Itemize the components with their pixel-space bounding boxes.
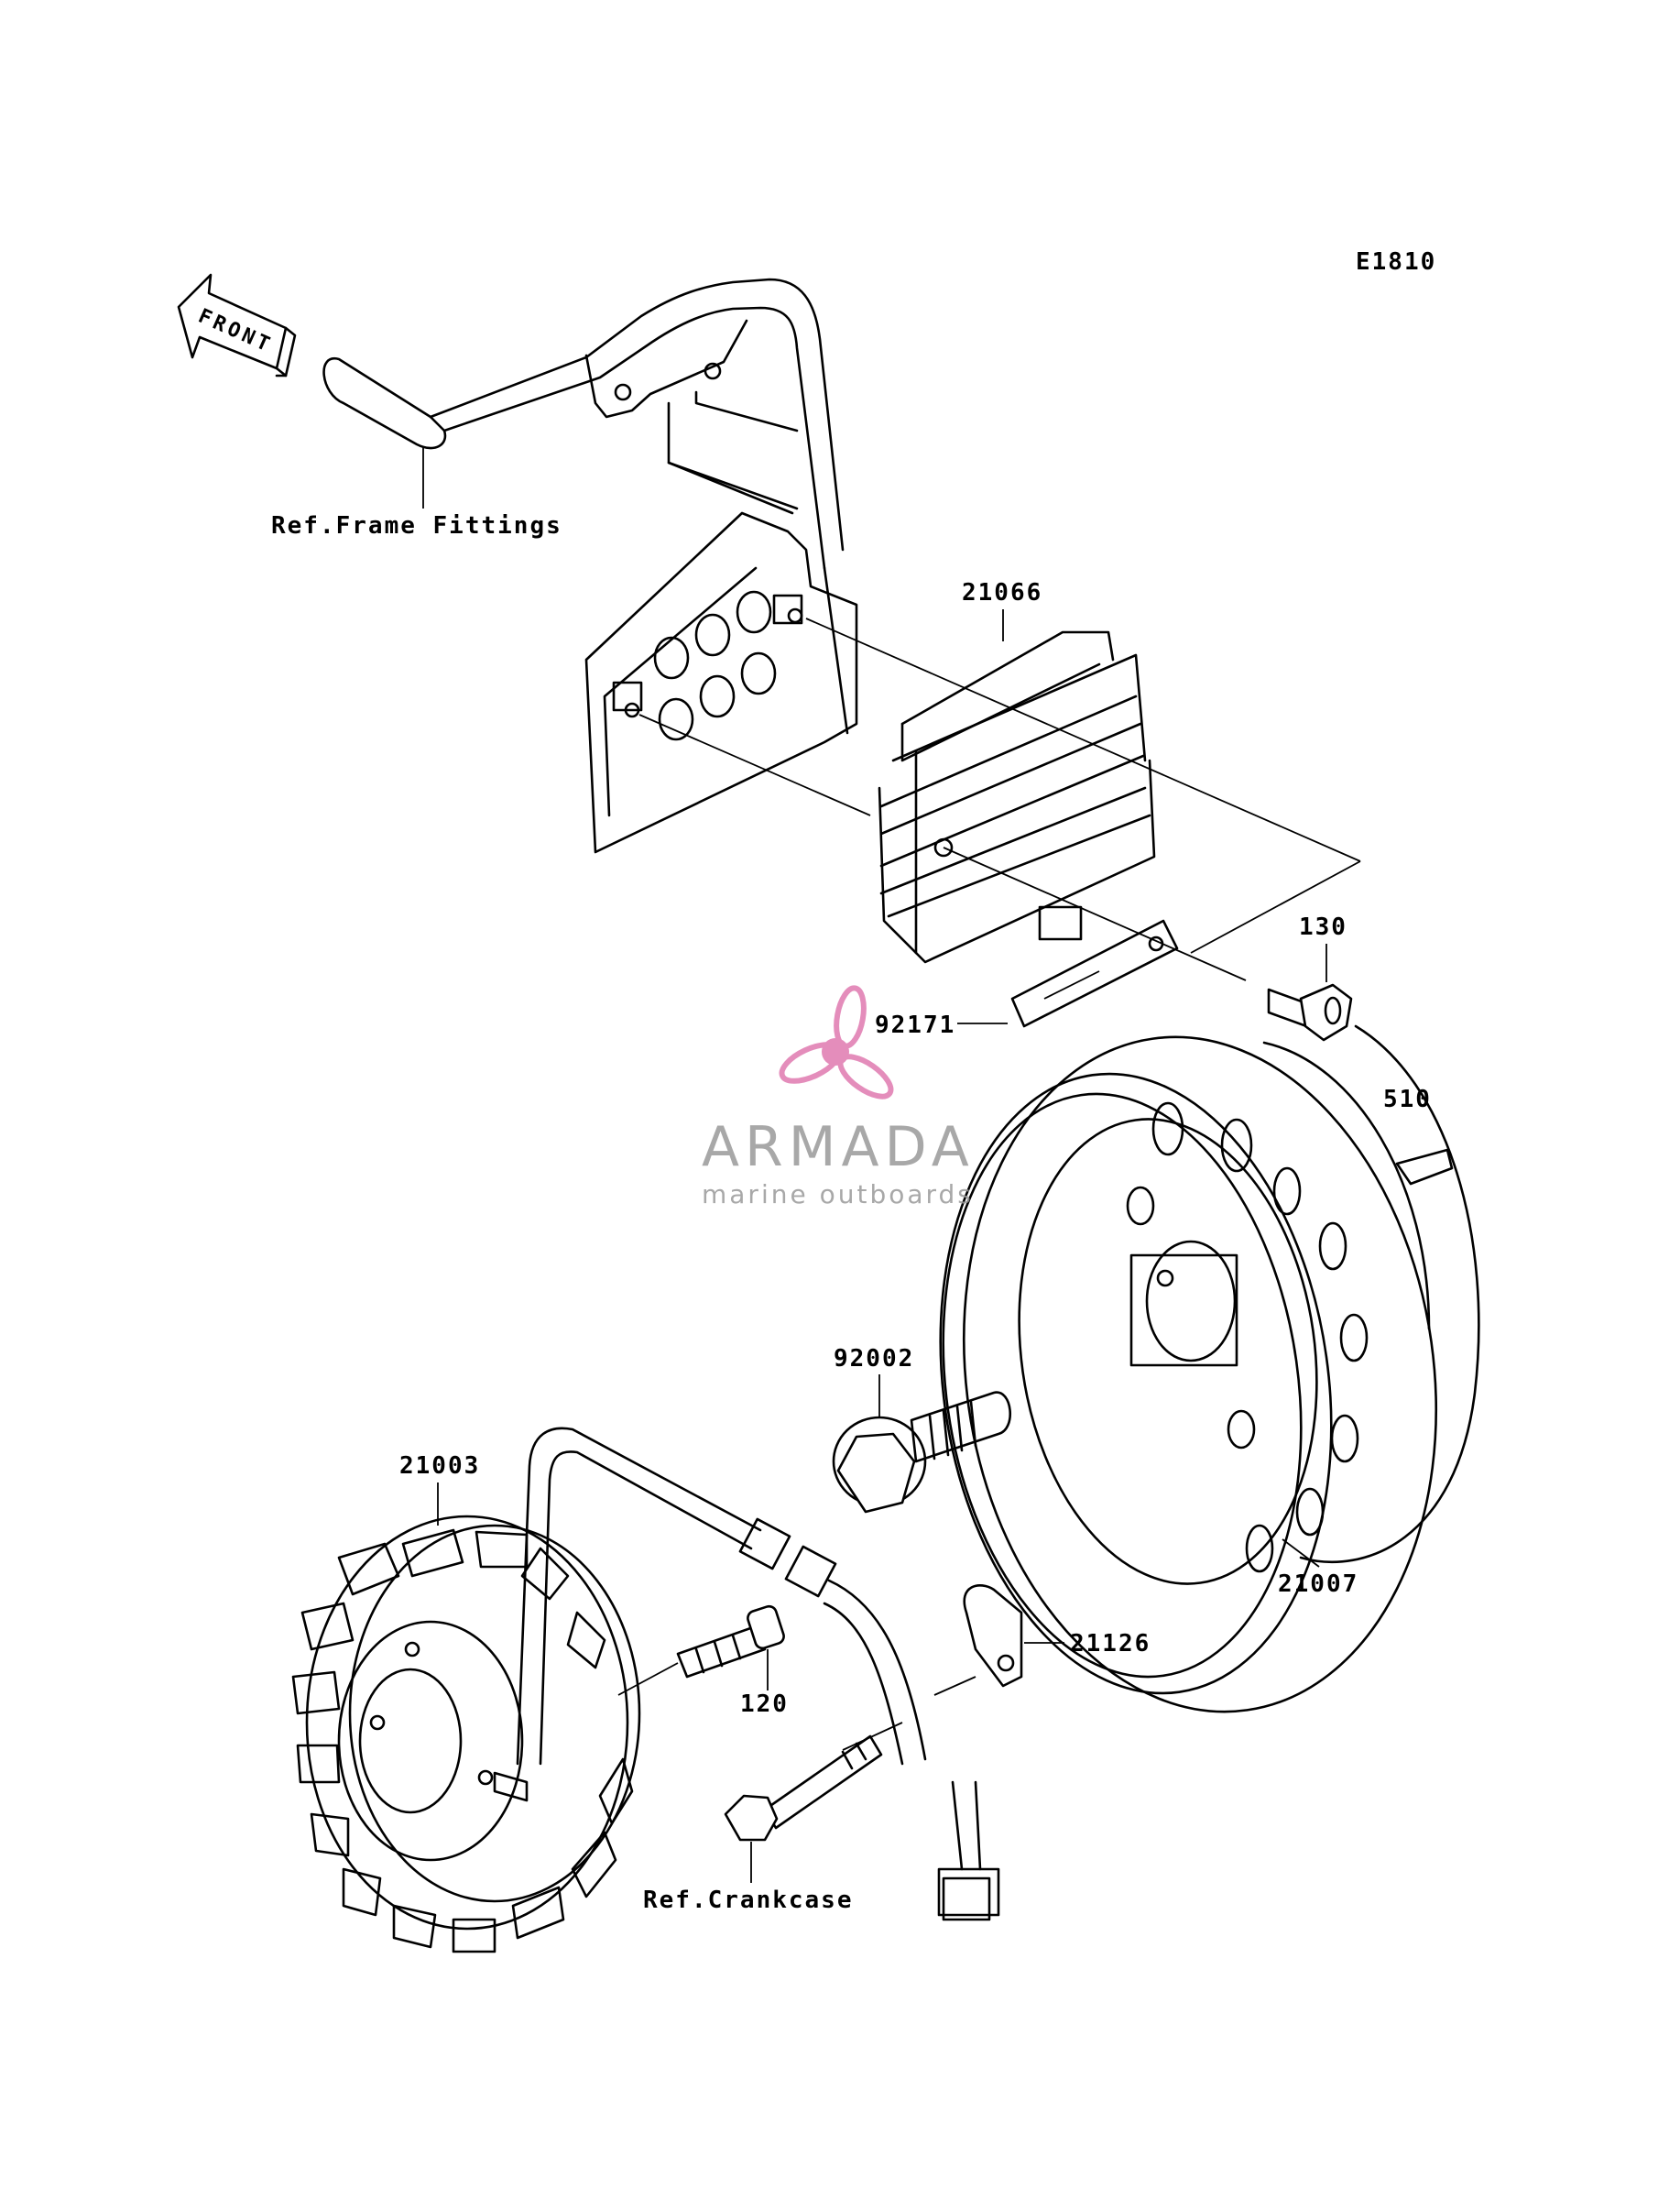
watermark-tagline: marine outboards (702, 1179, 974, 1209)
front-arrow-icon: FRONT (177, 273, 297, 377)
reference-lines (638, 618, 1361, 981)
key-510: 510 (1383, 1086, 1454, 1186)
armada-watermark: ARMADA marine outboards (702, 985, 975, 1209)
propeller-logo-icon (779, 985, 894, 1100)
watermark-name: ARMADA (702, 1115, 975, 1179)
bolt-92002: 92002 (832, 1345, 1011, 1514)
bolt-130: 130 (1267, 914, 1353, 1042)
label-21007: 21007 (1278, 1570, 1358, 1598)
clamp-21126: 21126 (933, 1584, 1151, 1696)
label-21126: 21126 (1070, 1630, 1151, 1657)
label-21066: 21066 (962, 579, 1042, 607)
wiring-harness (516, 1427, 1000, 1921)
label-ref-frame-fittings: Ref.Frame Fittings (271, 512, 562, 540)
label-120: 120 (740, 1690, 789, 1718)
label-510: 510 (1383, 1086, 1432, 1113)
label-130: 130 (1299, 914, 1347, 941)
stator-coil: 21003 (291, 1452, 641, 1953)
crankcase-bolt: Ref.Crankcase (643, 1722, 903, 1914)
label-ref-crankcase: Ref.Crankcase (643, 1887, 854, 1914)
frame-bracket (322, 278, 858, 854)
label-92171: 92171 (875, 1012, 955, 1039)
mounting-plate: 92171 (875, 919, 1179, 1039)
flywheel-rotor: 21007 (939, 1024, 1480, 1713)
diagram-code: E1810 (1356, 248, 1436, 276)
label-92002: 92002 (834, 1345, 914, 1373)
bolt-120: 120 (617, 1604, 789, 1718)
label-21003: 21003 (399, 1452, 480, 1480)
regulator-rectifier: 21066 (878, 579, 1156, 964)
